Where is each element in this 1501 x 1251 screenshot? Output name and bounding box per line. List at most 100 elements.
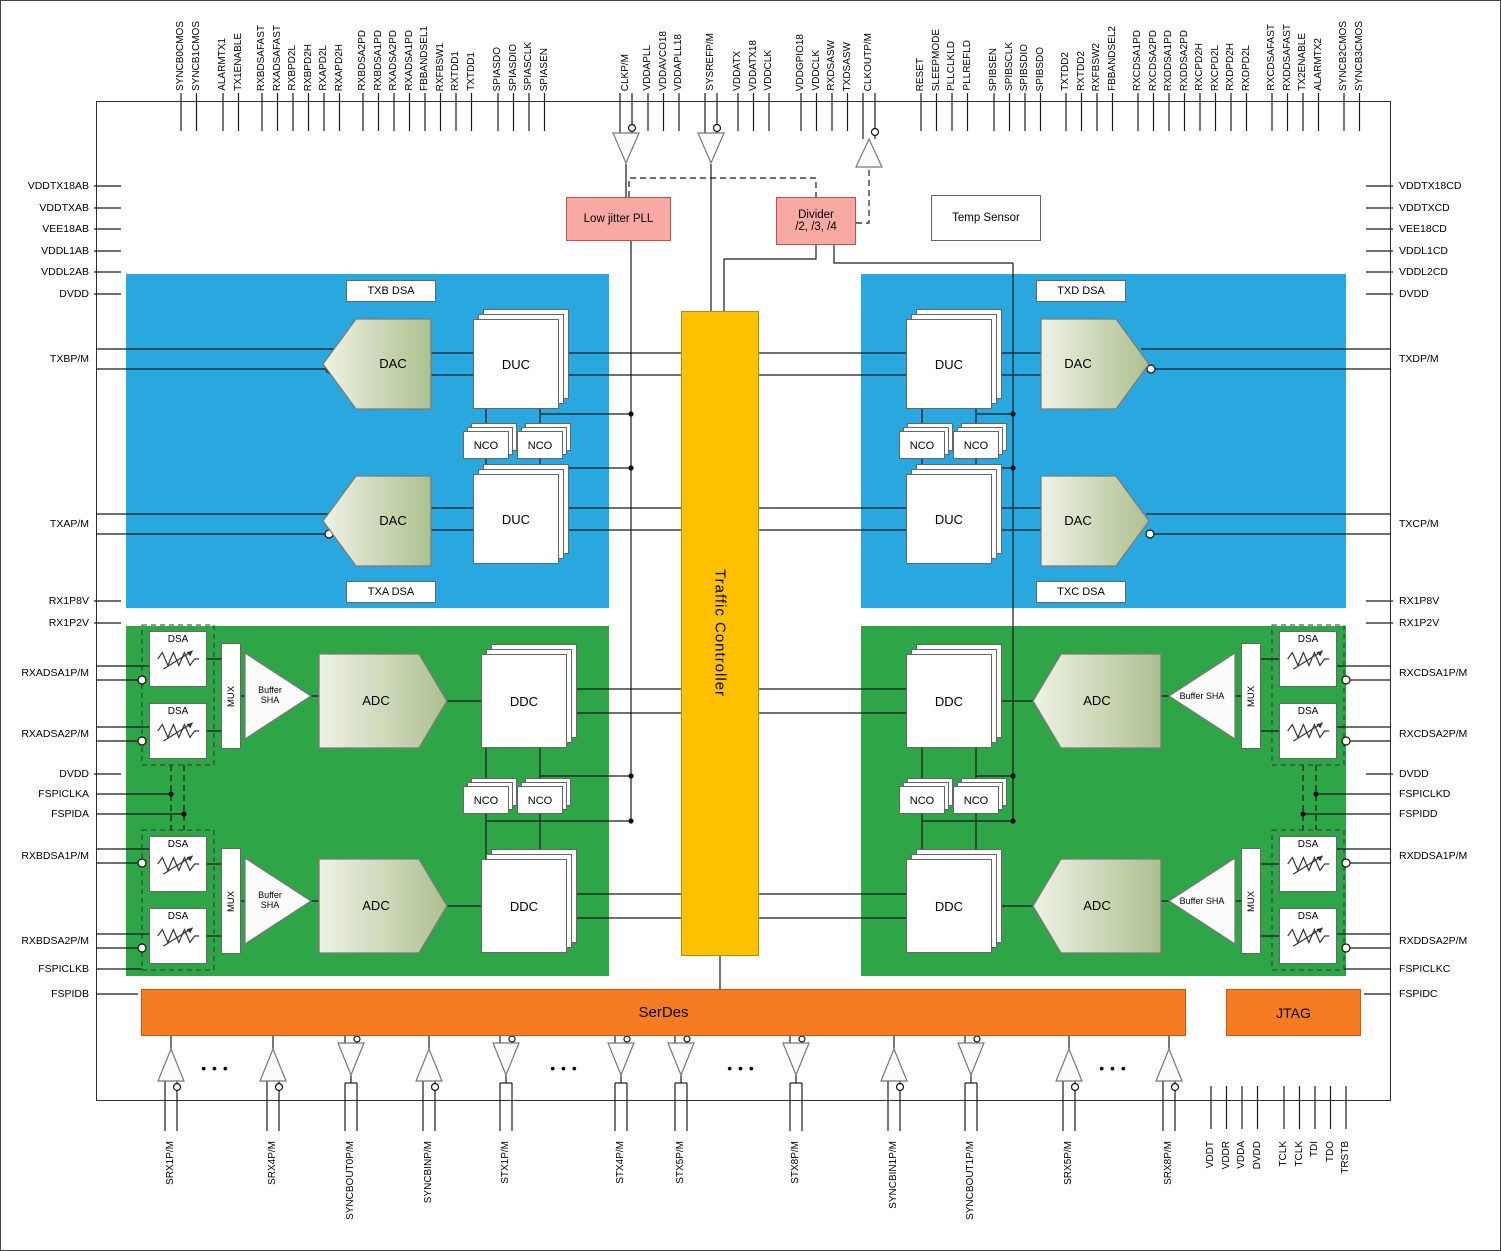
pin-label-right: VDDL2CD	[1399, 266, 1449, 278]
inversion-bubble	[712, 123, 722, 133]
pin-label-bottom: SYNCBINP/M	[423, 1141, 434, 1204]
pin-label-right: VEE18CD	[1399, 223, 1447, 235]
pin-label-top: RESET	[915, 57, 926, 91]
buffer-sha-shape	[1167, 651, 1236, 741]
pin-label-top: RXBDSA2PD	[357, 30, 368, 91]
nco-block: NCO	[463, 786, 509, 814]
ellipsis: • • •	[201, 1060, 229, 1076]
ellipsis: • • •	[550, 1060, 578, 1076]
pin-label-bottom: SRX1P/M	[165, 1141, 176, 1185]
dac-shape	[322, 318, 432, 410]
nco-block: NCO	[953, 786, 999, 814]
ddc-block: DDC	[481, 654, 567, 748]
serdes-tx-buffer	[492, 1042, 520, 1077]
buffer-sha-shape	[244, 651, 313, 741]
pin-label-top: SYNCB0CMOS	[175, 20, 186, 91]
pin-label-bottom: SRX5P/M	[1063, 1141, 1074, 1185]
serdes-tx-buffer	[957, 1042, 985, 1077]
attenuator-icon	[157, 650, 200, 670]
nco-block: NCO	[899, 431, 945, 459]
dsa-label: DSA	[1297, 706, 1319, 717]
pin-label-top: VDDAVCO18	[657, 31, 669, 91]
inversion-bubble	[1170, 1082, 1180, 1092]
pin-label-top: RXFBSW2	[1091, 42, 1102, 91]
pin-label-right: FSPICLKC	[1399, 963, 1451, 975]
clock-output-buffer	[855, 137, 883, 168]
attenuator-icon	[157, 927, 200, 947]
attenuator-icon	[1287, 650, 1330, 670]
pin-label-left: RXBDSA2P/M	[21, 935, 89, 947]
pin-label-bottom: STX4P/M	[615, 1141, 626, 1184]
inversion-bubble	[274, 1082, 284, 1092]
pin-label-top: TXDSASW	[841, 41, 853, 91]
adc-block: ADC	[362, 693, 390, 708]
pin-label-top: RXTDD1	[450, 50, 461, 91]
pin-label-top: SLEEPMODE	[930, 28, 942, 91]
attenuator-icon	[157, 722, 200, 742]
pin-label-top: RXBPD2H	[302, 43, 314, 91]
inversion-bubble	[870, 127, 880, 137]
pin-label-left: VDDL2AB	[41, 266, 89, 278]
pin-label-right: FSPIDC	[1399, 988, 1438, 1000]
pin-label-bottom: STX1P/M	[500, 1141, 511, 1184]
nco-block: NCO	[517, 431, 563, 459]
dsa-label: DSA	[167, 839, 189, 850]
divider-label-line1: Divider	[798, 209, 834, 221]
dsa-label: DSA	[1297, 634, 1319, 645]
pin-label-top: VDDGPIO18	[795, 33, 806, 91]
serdes-tx-buffer	[607, 1042, 635, 1077]
pin-label-right: DVDD	[1399, 768, 1429, 780]
nco-block: NCO	[517, 786, 563, 814]
traffic-controller-label: Traffic Controller	[711, 569, 729, 698]
pin-label-top: TX1ENABLE	[232, 33, 244, 91]
pin-label-bottom: TDO	[1324, 1141, 1336, 1163]
duc-block: DUC	[473, 319, 559, 409]
pin-label-left: DVDD	[59, 288, 89, 300]
attenuator-icon	[1287, 855, 1330, 875]
attenuator-icon	[1287, 927, 1330, 947]
serdes-tx-buffer	[337, 1042, 365, 1077]
clock-input-buffer	[697, 132, 725, 165]
txc-dsa-block: TXC DSA	[1036, 581, 1126, 603]
ellipsis: • • •	[1099, 1060, 1127, 1076]
pin-label-right: RXDDSA1P/M	[1399, 850, 1468, 862]
dsa-label: DSA	[1297, 911, 1319, 922]
pin-label-top: SPIBSCLK	[1003, 42, 1015, 91]
pin-label-top: SYNCB2CMOS	[1338, 20, 1349, 91]
serdes-rx-buffer	[259, 1047, 287, 1082]
attenuator-icon-wrap	[1280, 922, 1336, 949]
attenuator-icon-wrap	[150, 850, 206, 877]
dac-block: DAC	[1064, 513, 1092, 528]
pin-label-bottom: SYNCBOUT0P/M	[345, 1141, 356, 1220]
buffer-sha-label: Buffer SHA	[258, 685, 282, 705]
pin-label-right: RXDDSA2P/M	[1399, 935, 1468, 947]
pin-label-top: RXBDSA1PD	[372, 30, 384, 91]
dsa-block: DSA	[1279, 703, 1337, 759]
nco-block: NCO	[953, 431, 999, 459]
pin-label-bottom: SRX4P/M	[267, 1141, 278, 1185]
pin-label-top: ALARMTX1	[217, 38, 228, 91]
inversion-bubble	[683, 1035, 691, 1043]
ddc-block: DDC	[906, 859, 992, 953]
dac-block: DAC	[379, 356, 407, 371]
pin-label-left: TXBP/M	[49, 353, 89, 365]
serdes-rx-buffer	[1155, 1047, 1183, 1082]
serdes-rx-buffer	[880, 1047, 908, 1082]
pin-label-left: VEE18AB	[42, 223, 89, 235]
pin-label-right: DVDD	[1399, 288, 1429, 300]
dsa-block: DSA	[1279, 908, 1337, 964]
pin-label-bottom: TRSTB	[1340, 1141, 1351, 1174]
dsa-block: DSA	[1279, 631, 1337, 687]
pin-label-top: FBBANDSEL1	[419, 25, 430, 91]
pin-label-top: RXADSA2PD	[388, 30, 399, 91]
duc-block: DUC	[906, 474, 992, 564]
junction-dots	[168, 411, 1319, 824]
inversion-bubble	[1070, 1082, 1080, 1092]
inversion-bubble	[172, 1082, 182, 1092]
pin-label-right: VDDL1CD	[1399, 245, 1449, 257]
pin-label-top: CLKOUTP/M	[863, 32, 874, 91]
dsa-block: DSA	[149, 836, 207, 892]
buffer-sha-label: Buffer SHA	[1179, 691, 1225, 701]
attenuator-icon-wrap	[150, 717, 206, 744]
